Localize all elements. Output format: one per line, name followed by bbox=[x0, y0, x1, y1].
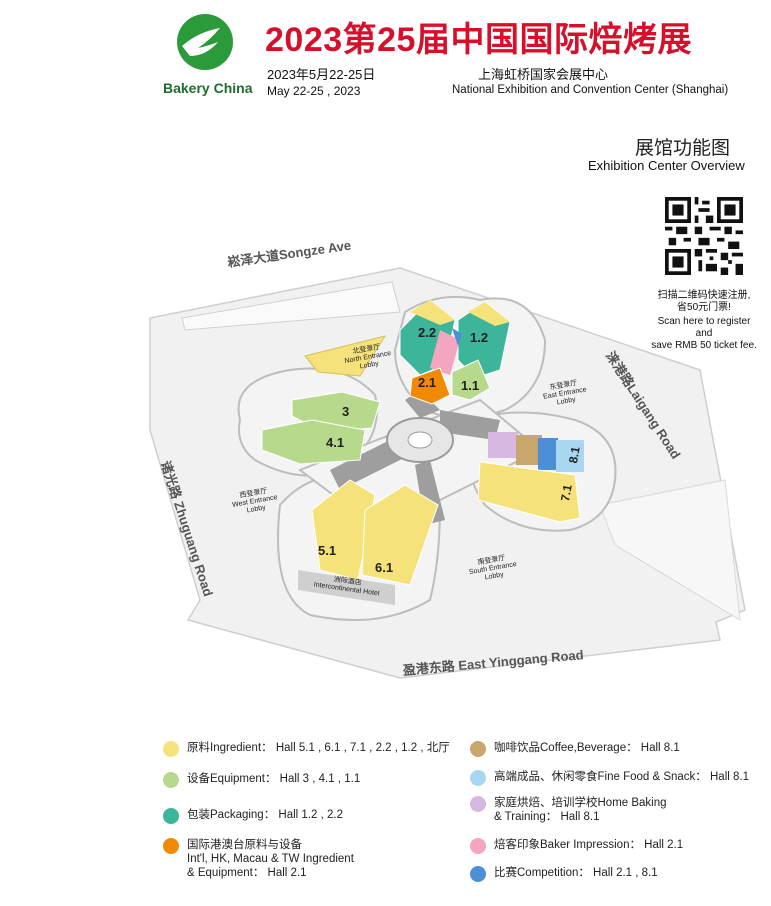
legend-swatch bbox=[163, 772, 179, 788]
qr-caption-2: 省50元门票! bbox=[677, 302, 731, 313]
legend-swatch bbox=[470, 770, 486, 786]
legend-item: 原料Ingredient： Hall 5.1 , 6.1 , 7.1 , 2.2… bbox=[163, 741, 450, 757]
legend-text: 家庭烘焙、培训学校Home Baking& Training： Hall 8.1 bbox=[494, 797, 667, 823]
hall-label-2-1: 2.1 bbox=[418, 375, 437, 390]
legend-text: 设备Equipment： Hall 3 , 4.1 , 1.1 bbox=[187, 773, 361, 785]
home-baking-zone bbox=[488, 432, 518, 458]
hall-label-6-1: 6.1 bbox=[375, 560, 394, 575]
competition-zone-north bbox=[452, 328, 462, 346]
hall-1-1 bbox=[451, 359, 491, 401]
hall-2-1 bbox=[409, 367, 451, 405]
hall-6-1 bbox=[361, 484, 439, 586]
hall-1-2-ingredient bbox=[468, 302, 510, 326]
east-strip bbox=[599, 479, 741, 621]
intercontinental-hotel bbox=[298, 570, 395, 605]
qr-code[interactable] bbox=[665, 197, 743, 275]
north-parking bbox=[181, 281, 401, 331]
legend-text: 咖啡饮品Coffee,Beverage： Hall 8.1 bbox=[494, 742, 680, 754]
legend-swatch bbox=[163, 808, 179, 824]
legend-text: 焙客印象Baker Impression： Hall 2.1 bbox=[494, 839, 684, 851]
legend-item: 设备Equipment： Hall 3 , 4.1 , 1.1 bbox=[163, 772, 360, 788]
legend-text: 原料Ingredient： Hall 5.1 , 6.1 , 7.1 , 2.2… bbox=[187, 742, 450, 754]
legend-text: 包装Packaging： Hall 1.2 , 2.2 bbox=[187, 809, 343, 821]
coffee-zone bbox=[516, 435, 542, 465]
baker-impression-zone bbox=[430, 330, 460, 375]
venue-en: National Exhibition and Convention Cente… bbox=[452, 84, 729, 96]
legend-item: 焙客印象Baker Impression： Hall 2.1 bbox=[470, 838, 683, 854]
bakery-china-logo bbox=[177, 14, 233, 70]
competition-zone-east bbox=[538, 438, 558, 470]
hall-7-1 bbox=[477, 461, 581, 523]
qr-caption-4: and bbox=[695, 328, 713, 339]
legend-item: 家庭烘焙、培训学校Home Baking& Training： Hall 8.1 bbox=[470, 796, 667, 824]
hall-label-1-2: 1.2 bbox=[470, 330, 489, 345]
legend-item: 包装Packaging： Hall 1.2 , 2.2 bbox=[163, 808, 343, 824]
overview-title-en: Exhibition Center Overview bbox=[588, 158, 745, 173]
date-cn: 2023年5月22-25日 bbox=[267, 67, 376, 82]
legend-swatch bbox=[163, 741, 179, 757]
qr-caption-3: Scan here to register bbox=[657, 316, 751, 327]
qr-caption-1: 扫描二维码快速注册, bbox=[657, 290, 751, 301]
fine-food-zone bbox=[556, 440, 584, 472]
hall-2-2-ingredient bbox=[410, 300, 455, 325]
hall-label-1-1: 1.1 bbox=[461, 378, 480, 393]
central-ring-inner bbox=[407, 431, 433, 449]
legend-swatch bbox=[470, 838, 486, 854]
legend-swatch bbox=[470, 796, 486, 812]
legend-swatch bbox=[470, 741, 486, 757]
page-title: 2023第25届中国国际焙烤展 bbox=[265, 21, 692, 59]
hall-label-3: 3 bbox=[342, 404, 350, 419]
hall-label-5-1: 5.1 bbox=[318, 543, 337, 558]
hall-label-2-2: 2.2 bbox=[418, 325, 437, 340]
hall-label-8-1: 8.1 bbox=[566, 445, 583, 465]
legend-swatch bbox=[163, 838, 179, 854]
legend-text: 比赛Competition： Hall 2.1 , 8.1 bbox=[494, 867, 658, 879]
overview-title-cn: 展馆功能图 bbox=[635, 138, 731, 159]
legend-item: 比赛Competition： Hall 2.1 , 8.1 bbox=[470, 866, 658, 882]
qr-caption-5: save RMB 50 ticket fee. bbox=[651, 340, 757, 351]
hall-4-1 bbox=[261, 419, 366, 465]
logo-text: Bakery China bbox=[163, 80, 253, 96]
legend-swatch bbox=[470, 866, 486, 882]
legend-item: 咖啡饮品Coffee,Beverage： Hall 8.1 bbox=[470, 741, 680, 757]
hall-label-4-1: 4.1 bbox=[326, 435, 345, 450]
date-en: May 22-25 , 2023 bbox=[267, 84, 361, 98]
legend-text: 高端成品、休闲零食Fine Food & Snack： Hall 8.1 bbox=[494, 771, 749, 783]
north-lobby bbox=[304, 335, 387, 377]
venue-cn: 上海虹桥国家会展中心 bbox=[478, 67, 609, 82]
legend-item: 高端成品、休闲零食Fine Food & Snack： Hall 8.1 bbox=[470, 770, 749, 786]
corridor-east bbox=[440, 410, 500, 440]
hall-label-7-1: 7.1 bbox=[558, 483, 575, 503]
